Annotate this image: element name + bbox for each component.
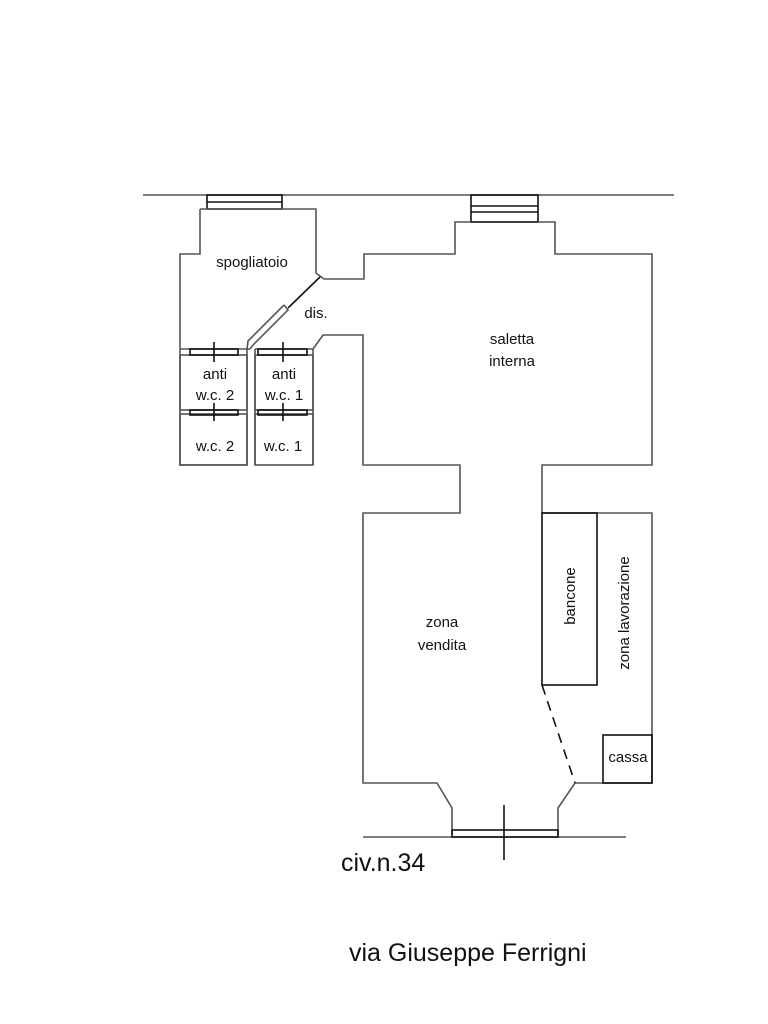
label-interna: interna <box>489 353 536 370</box>
wc-doors <box>189 342 308 421</box>
label-anti-wc2: anti <box>203 366 227 383</box>
dis-door <box>246 276 321 350</box>
label-zona-lavorazione: zona lavorazione <box>616 556 633 669</box>
label-anti-wc1-num: w.c. 1 <box>264 387 303 404</box>
label-vendita: vendita <box>418 637 467 654</box>
label-wc1: w.c. 1 <box>263 438 302 455</box>
label-zona: zona <box>426 614 459 631</box>
street-name: via Giuseppe Ferrigni <box>349 939 587 967</box>
window-saletta <box>470 194 539 223</box>
label-wc2: w.c. 2 <box>195 438 234 455</box>
outer-walls <box>179 208 653 835</box>
label-cassa: cassa <box>608 749 648 766</box>
label-dis: dis. <box>304 305 327 322</box>
window-spogliatoio <box>206 194 283 210</box>
dashed-partition <box>541 684 576 784</box>
bancone-counter <box>541 512 598 686</box>
label-anti-wc2-num: w.c. 2 <box>195 387 234 404</box>
entrance-door <box>451 805 559 860</box>
label-saletta: saletta <box>490 331 535 348</box>
civic-number: civ.n.34 <box>341 849 425 877</box>
label-anti-wc1: anti <box>272 366 296 383</box>
label-spogliatoio: spogliatoio <box>216 254 288 271</box>
cassa-box <box>602 734 653 784</box>
label-bancone: bancone <box>562 567 579 625</box>
